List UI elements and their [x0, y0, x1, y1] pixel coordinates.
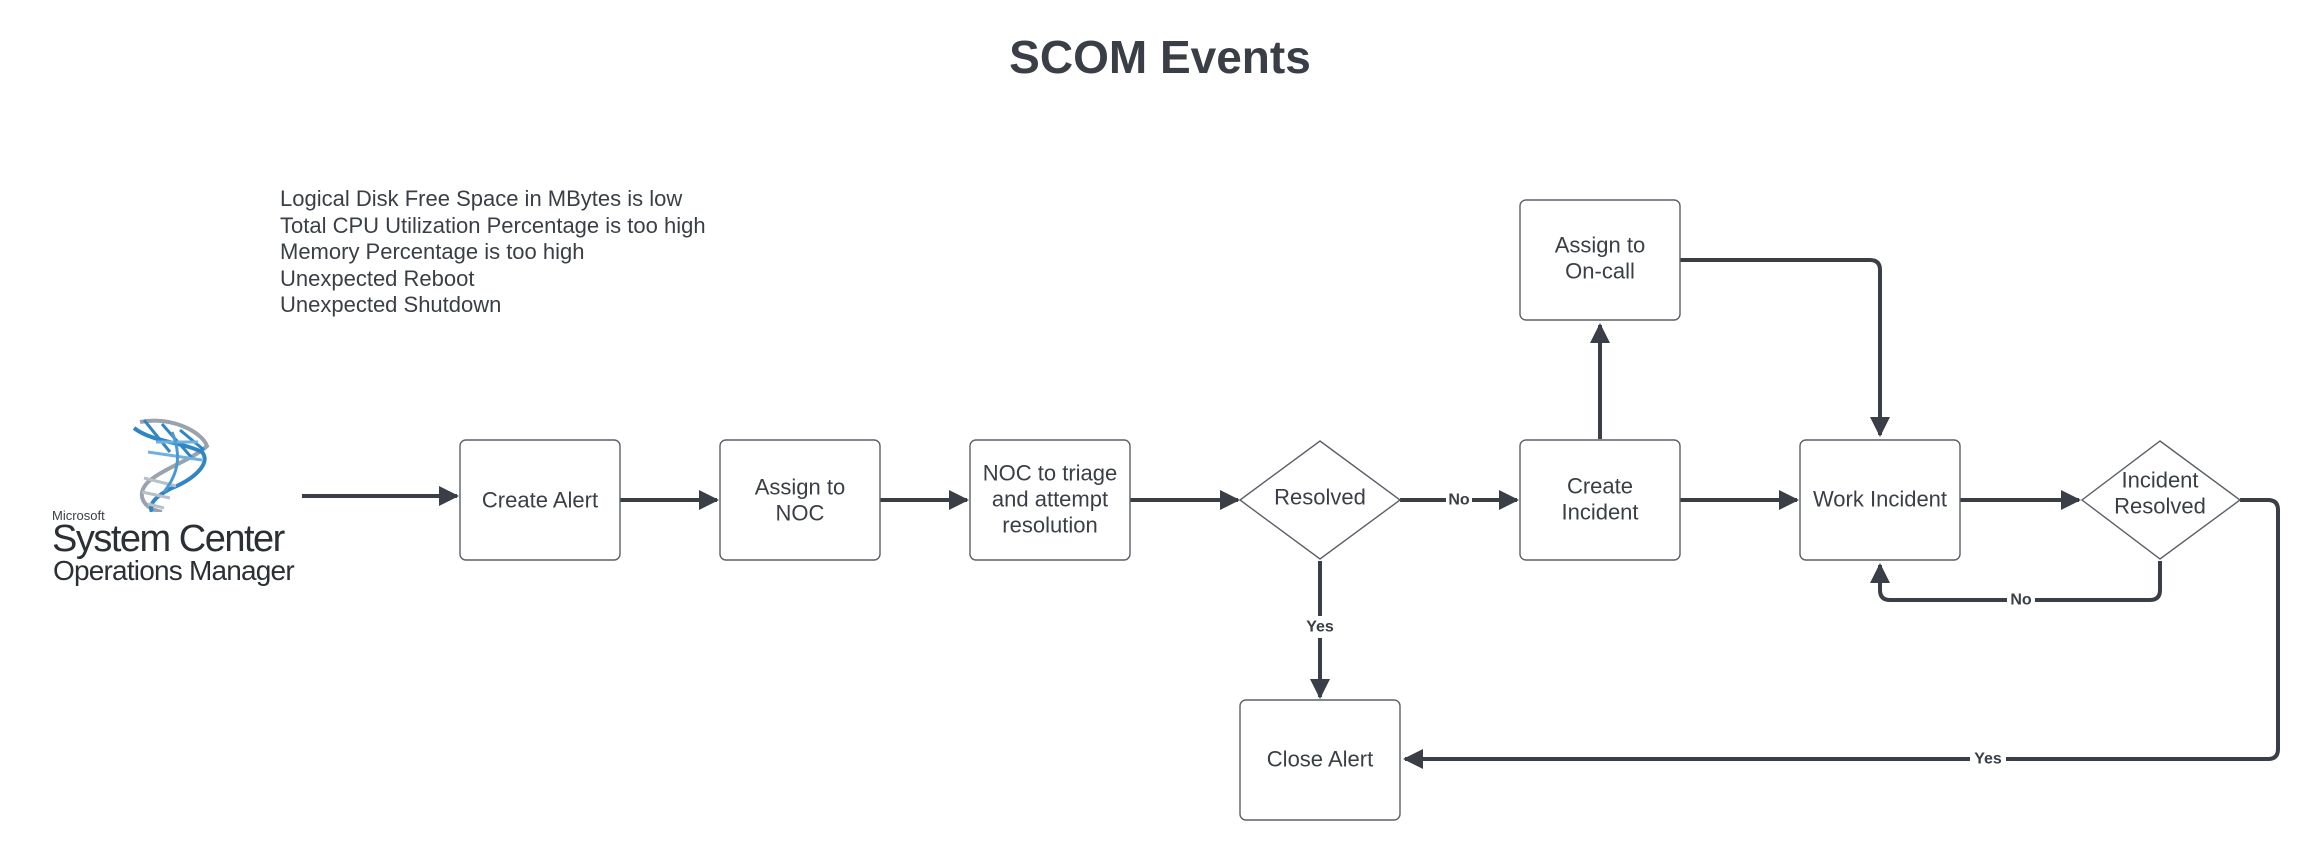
- logo-subtitle: Operations Manager: [53, 555, 295, 586]
- scom-logo: Microsoft System Center Operations Manag…: [52, 412, 312, 592]
- node-label: NOC to triage: [983, 461, 1118, 486]
- event-item: Logical Disk Free Space in MBytes is low: [280, 186, 683, 211]
- node-assign-oncall[interactable]: Assign to On-call: [1519, 199, 1681, 321]
- node-box: [719, 439, 881, 561]
- node-close-alert[interactable]: Close Alert: [1239, 699, 1401, 821]
- node-label: On-call: [1565, 259, 1635, 284]
- node-box: [1239, 699, 1401, 821]
- logo-brand: Microsoft: [52, 508, 105, 523]
- edge-incident-resolved-yes: [1403, 498, 2280, 769]
- node-create-incident[interactable]: Create Incident: [1519, 439, 1681, 561]
- node-label: resolution: [1002, 513, 1097, 538]
- node-box: [969, 439, 1131, 561]
- edge-label-yes: Yes: [1974, 751, 2002, 768]
- node-box: [1519, 199, 1681, 321]
- label-bg: [1446, 490, 1472, 510]
- node-label: Work Incident: [1813, 487, 1947, 512]
- node-label: Assign to: [755, 475, 846, 500]
- edge-label-no: No: [1448, 492, 1470, 509]
- event-list: Logical Disk Free Space in MBytes is low…: [280, 186, 706, 319]
- node-box: [1519, 439, 1681, 561]
- diagram-title: SCOM Events: [1009, 31, 1311, 83]
- node-work-incident[interactable]: Work Incident: [1799, 439, 1961, 561]
- decision-diamond: [2080, 440, 2242, 560]
- scom-helix-icon: [132, 418, 210, 514]
- node-label: Assign to: [1555, 233, 1646, 258]
- event-item: Total CPU Utilization Percentage is too …: [280, 212, 706, 238]
- node-label: Resolved: [2114, 494, 2206, 519]
- node-label: Create Alert: [482, 488, 598, 513]
- node-label: NOC: [776, 501, 825, 526]
- node-create-alert[interactable]: Create Alert: [459, 439, 621, 561]
- node-assign-noc[interactable]: Assign to NOC: [719, 439, 881, 561]
- node-box: [459, 439, 621, 561]
- edge-label-no: No: [2010, 592, 2032, 609]
- node-label: Incident: [1561, 500, 1638, 525]
- node-resolved-decision[interactable]: Resolved: [1238, 440, 1402, 560]
- event-item: Memory Percentage is too high: [280, 239, 585, 264]
- edge-label-yes: Yes: [1306, 619, 1334, 636]
- event-item: Unexpected Shutdown: [280, 292, 502, 317]
- logo-product: System Center: [52, 518, 285, 560]
- event-item: Unexpected Reboot: [280, 265, 475, 291]
- node-label: Create: [1567, 474, 1633, 499]
- node-label: and attempt: [992, 487, 1108, 512]
- label-bg: [1302, 616, 1338, 638]
- edge-oncall-to-work-incident: [1680, 258, 1890, 437]
- label-bg: [1970, 749, 2006, 769]
- decision-diamond: [1238, 440, 1402, 560]
- node-label: Incident: [2121, 468, 2198, 493]
- node-noc-triage[interactable]: NOC to triage and attempt resolution: [969, 439, 1131, 561]
- label-bg: [2007, 590, 2035, 610]
- node-incident-resolved-decision[interactable]: Incident Resolved: [2080, 440, 2242, 560]
- node-label: Close Alert: [1267, 747, 1373, 772]
- node-box: [1799, 439, 1961, 561]
- node-label: Resolved: [1274, 485, 1366, 510]
